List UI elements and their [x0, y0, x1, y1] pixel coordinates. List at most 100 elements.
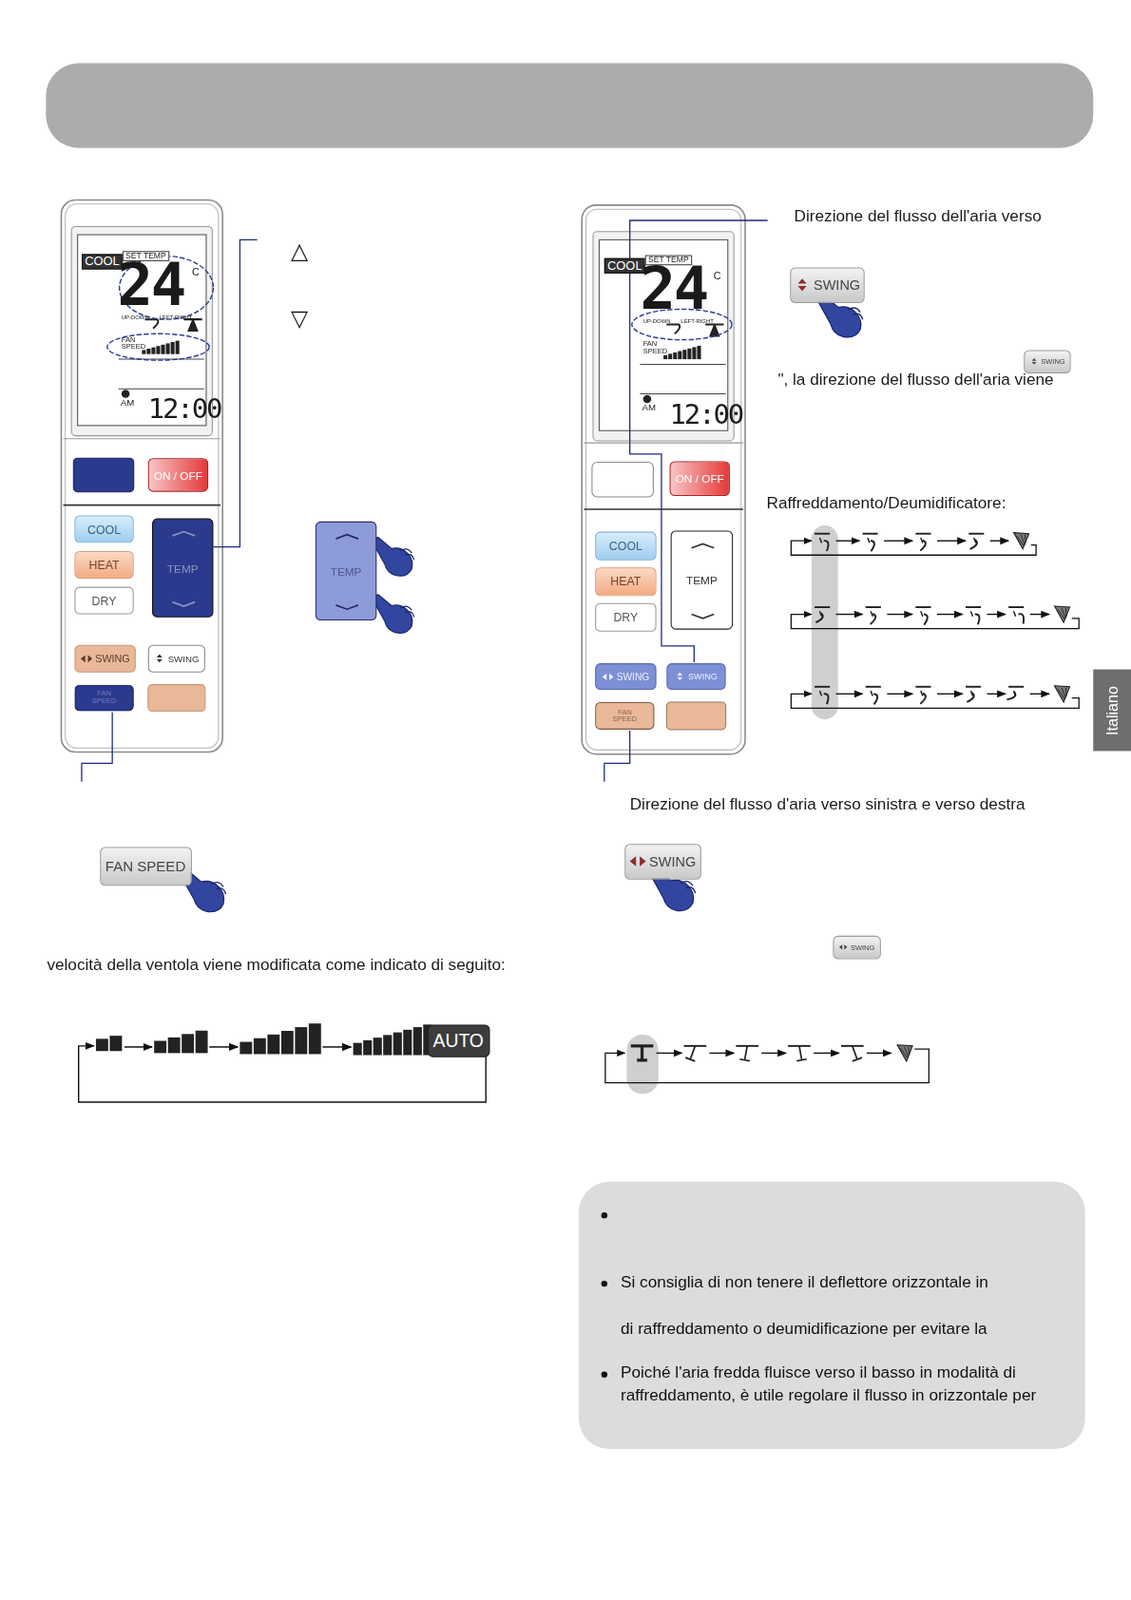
lcd-louver-icon [145, 319, 159, 329]
louver-glyph [814, 534, 830, 552]
display-text: UP-DOWN [121, 315, 150, 322]
lcd-fan-bar [682, 349, 687, 360]
button: TEMP [670, 530, 734, 630]
button: SWING [1023, 349, 1071, 374]
blank-button [592, 462, 653, 499]
button-label: SWING [688, 671, 718, 683]
louver-lr-glyph [735, 1045, 759, 1062]
louver-glyph [915, 687, 931, 706]
button: SWING [832, 936, 881, 960]
louver-frame [865, 606, 882, 609]
fan-speed-bar [181, 1034, 194, 1054]
left-right-icon [630, 855, 647, 868]
sequence-arrow [836, 540, 861, 542]
sequence-arrow [937, 693, 963, 695]
louver-tick [920, 537, 923, 543]
button-label: FAN SPEED [105, 858, 186, 875]
caption-text: Raffreddamento/Deumidificatore: [766, 495, 1007, 513]
louver-blade [975, 613, 980, 625]
sequence-arrow [209, 1046, 238, 1049]
louver-blade [964, 692, 976, 704]
temp-up-arrow [691, 543, 715, 548]
caption-text: velocità della ventola viene modificata … [46, 957, 505, 975]
louver-stem [739, 1045, 752, 1062]
fan-speed-bar [402, 1030, 412, 1056]
louver-glyph [964, 687, 981, 704]
display-text: FAN SPEED [643, 341, 664, 355]
louver-frame [915, 686, 931, 689]
swing-lines [1057, 608, 1068, 620]
return-line [790, 540, 1036, 556]
louver-frame [814, 533, 830, 536]
sequence-arrow [1030, 613, 1050, 615]
louver-stem [847, 1044, 863, 1062]
display-text: C [191, 267, 200, 278]
left-right-icon [601, 671, 614, 681]
louver-glyph [915, 534, 931, 553]
fan-speed-bar [353, 1043, 363, 1056]
button-label: COOL [609, 539, 643, 553]
louver-tick [974, 537, 977, 543]
hand-finger [680, 881, 695, 894]
louver-tick [819, 690, 822, 696]
remote-divider [63, 438, 221, 440]
fan-speed-bar [153, 1040, 167, 1054]
button-label: DRY [92, 594, 117, 608]
caption-text: ", la direzione del flusso dell'aria vie… [777, 371, 1054, 389]
sequence-arrow [709, 1053, 734, 1055]
sequence-arrow [990, 540, 1009, 542]
temp-down-arrow [335, 605, 359, 610]
leader-line [630, 220, 768, 663]
louver-frame [1008, 606, 1024, 609]
louver-frame [915, 606, 931, 609]
button-label: TEMP [686, 574, 718, 587]
hand-finger [400, 549, 414, 560]
louver-frame [1008, 686, 1024, 689]
button: DRY [594, 603, 656, 633]
caption-text: Direzione del flusso dell'aria verso [794, 208, 1042, 226]
louver-tick [1013, 611, 1016, 616]
caption-text: 24 [117, 253, 186, 316]
louver-glyph [1005, 687, 1024, 702]
lcd-fan-bar [687, 348, 691, 360]
lcd-fan-bar [691, 346, 696, 360]
louver-blade [824, 693, 829, 705]
louver-glyph [865, 607, 882, 626]
louver-glyph [814, 687, 830, 705]
swing-glyph [1054, 686, 1070, 703]
blank-button [73, 458, 134, 492]
button: TEMP [152, 518, 213, 618]
button: SWING [148, 645, 206, 673]
louver-blade [824, 540, 829, 552]
highlight-ellipse [107, 333, 210, 361]
button-label: SWING [813, 277, 861, 293]
button: DRY [74, 587, 134, 615]
button-label: FAN SPEED [86, 690, 122, 705]
caption-text: Direzione del flusso d'aria verso sinist… [630, 796, 1026, 814]
return-line [790, 693, 1079, 709]
remote-body [581, 205, 746, 755]
bullet [601, 1281, 608, 1287]
bullet [601, 1212, 608, 1219]
louver-tick [970, 690, 973, 696]
lcd-fan-bar [672, 352, 677, 360]
button: FAN SPEED [99, 846, 192, 886]
louver-blade [1018, 613, 1026, 625]
button: FAN SPEED [74, 685, 134, 712]
icon-arrows [677, 672, 684, 681]
icon-arrows [156, 654, 163, 664]
lcd-fan-bar [696, 345, 701, 360]
louver-glyph [813, 607, 830, 624]
remote-divider [583, 508, 744, 511]
fan-speed-bar [413, 1027, 422, 1055]
louver-frame [814, 686, 830, 689]
sequence-arrow [656, 1053, 683, 1055]
lcd-separator [118, 388, 205, 390]
fan-speed-bar [373, 1037, 383, 1055]
louver-glyph [862, 534, 879, 553]
lcd-fan-bar [151, 347, 155, 355]
fan-speed-bar [383, 1035, 392, 1055]
louver-frame [965, 606, 981, 609]
display-text: UP-DOWN [643, 319, 671, 326]
temp-down-arrow [172, 602, 196, 607]
